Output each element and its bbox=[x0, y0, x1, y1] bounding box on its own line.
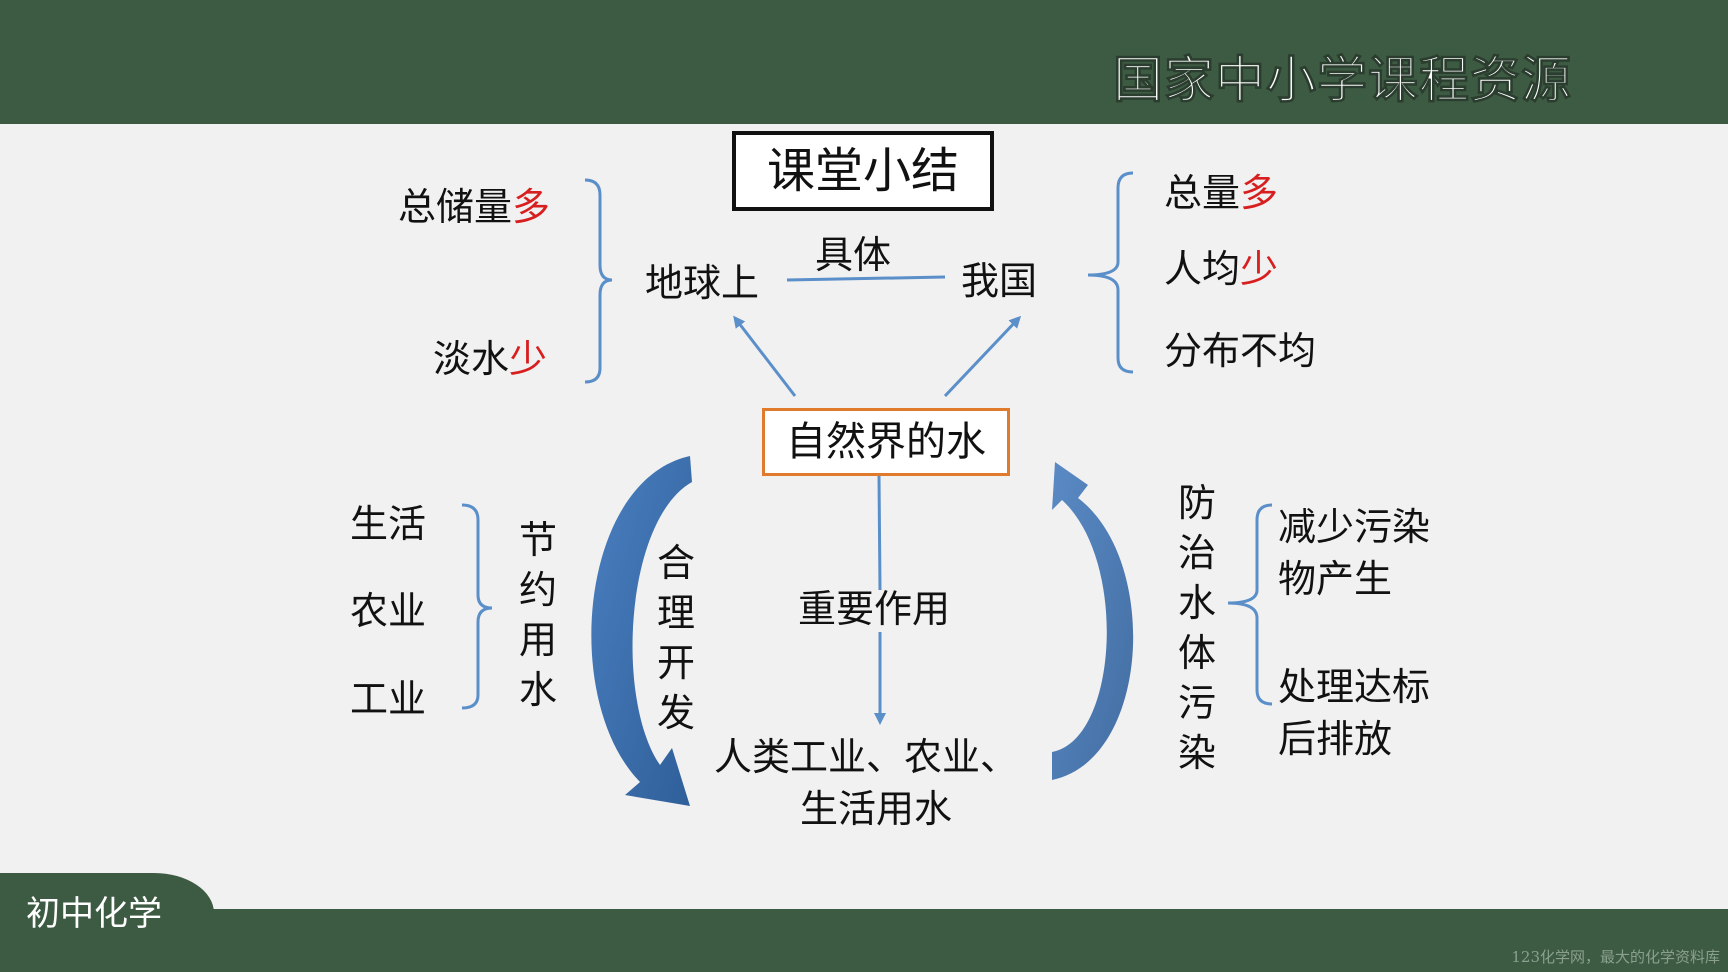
save-item-life: 生活 bbox=[350, 502, 427, 546]
prevent-item2-line2: 后排放 bbox=[1278, 717, 1393, 761]
curved-arrow-prevent bbox=[1052, 462, 1134, 780]
prevent-item2-line1: 处理达标 bbox=[1278, 665, 1431, 709]
china-percap: 人均少 bbox=[1164, 247, 1279, 291]
specific-line bbox=[786, 275, 946, 282]
bracket-china bbox=[1087, 171, 1134, 374]
curved-arrow-develop bbox=[591, 456, 692, 806]
china-label: 我国 bbox=[961, 259, 1038, 303]
watermark-text: 123化学网，最大的化学资料库 bbox=[1511, 948, 1720, 966]
use-target-line1: 人类工业、农业、 bbox=[714, 735, 1019, 779]
header-bar bbox=[0, 0, 1728, 124]
china-distribution: 分布不均 bbox=[1164, 329, 1317, 373]
save-item-agriculture: 农业 bbox=[350, 589, 427, 633]
brand-logo-text: 国家中小学课程资源 bbox=[1113, 51, 1572, 110]
use-role: 重要作用 bbox=[798, 587, 951, 631]
subject-label: 初中化学 bbox=[26, 894, 162, 934]
summary-title: 课堂小结 bbox=[732, 131, 994, 211]
center-natural-water: 自然界的水 bbox=[762, 408, 1010, 476]
prevent-label: 防治水体污染 bbox=[1177, 481, 1216, 775]
footer-bar bbox=[0, 909, 1728, 972]
bracket-prevent bbox=[1227, 503, 1273, 706]
arrow-to-use bbox=[877, 475, 882, 591]
earth-fresh: 淡水少 bbox=[433, 337, 548, 381]
save-label: 节约用水 bbox=[518, 518, 557, 712]
earth-total: 总储量多 bbox=[398, 185, 551, 229]
bracket-earth bbox=[584, 178, 613, 384]
arrow-to-earth bbox=[733, 315, 797, 397]
save-item-industry: 工业 bbox=[350, 677, 427, 721]
specific-label: 具体 bbox=[815, 233, 892, 277]
use-target-line2: 生活用水 bbox=[800, 787, 953, 831]
prevent-item1-line2: 物产生 bbox=[1278, 557, 1393, 601]
china-total: 总量多 bbox=[1164, 171, 1279, 215]
arrow-to-china bbox=[943, 315, 1022, 398]
prevent-item1-line1: 减少污染 bbox=[1278, 505, 1431, 549]
earth-label: 地球上 bbox=[645, 261, 760, 305]
develop-label: 合理开发 bbox=[656, 541, 695, 735]
bracket-save bbox=[461, 503, 493, 710]
subject-tab bbox=[0, 873, 214, 933]
